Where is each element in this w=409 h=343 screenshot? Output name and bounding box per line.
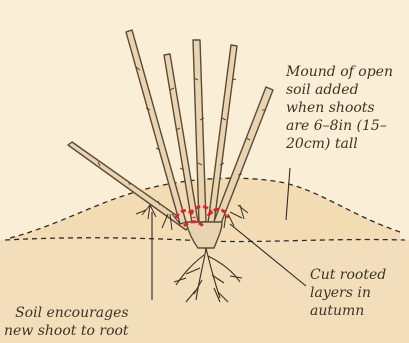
label-line: are 6–8in (15– — [286, 117, 393, 135]
label-soil-encourages-rooting: Soil encourages new shoot to root — [4, 304, 129, 340]
label-mound-of-soil: Mound of open soil added when shoots are… — [286, 63, 393, 153]
label-line: layers in — [310, 284, 386, 302]
label-line: Soil encourages — [4, 304, 129, 322]
label-line: new shoot to root — [4, 322, 129, 340]
label-line: Cut rooted — [310, 266, 386, 284]
label-line: 20cm) tall — [286, 135, 393, 153]
label-line: Mound of open — [286, 63, 393, 81]
label-line: when shoots — [286, 99, 393, 117]
label-cut-rooted-layers: Cut rooted layers in autumn — [310, 266, 386, 320]
label-line: autumn — [310, 302, 386, 320]
label-line: soil added — [286, 81, 393, 99]
